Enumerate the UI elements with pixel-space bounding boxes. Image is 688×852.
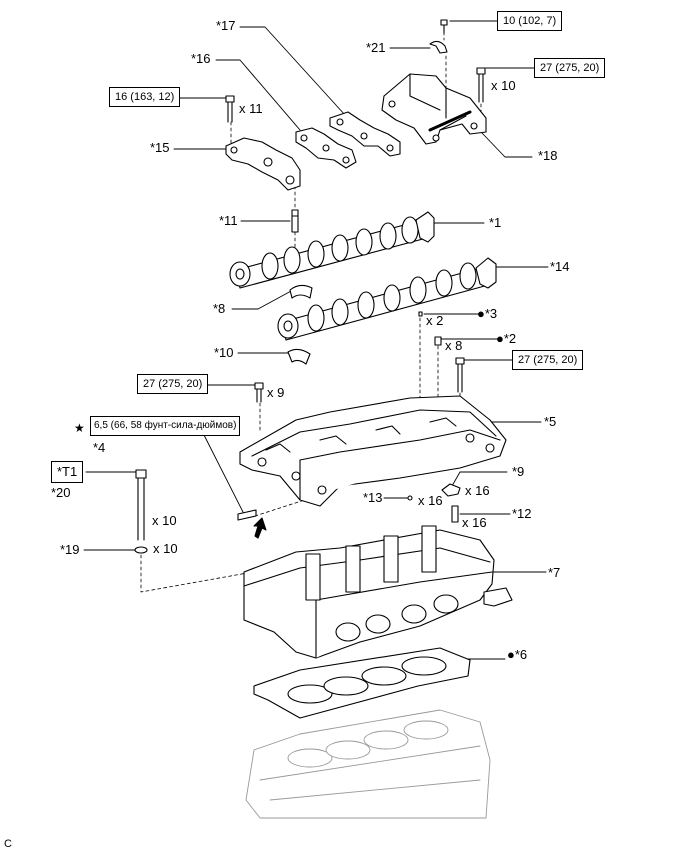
bolts-18	[476, 67, 486, 103]
label-part-8: *8	[213, 301, 226, 316]
qty-9: x 16	[465, 483, 490, 498]
star-icon: ★	[74, 421, 85, 435]
qty-18: x 10	[491, 78, 516, 93]
qty-19: x 10	[153, 541, 178, 556]
label-part-21: *21	[366, 40, 386, 55]
qty-5: x 9	[267, 385, 285, 400]
qty-3: x 2	[426, 313, 444, 328]
label-part-17: *17	[216, 18, 236, 33]
torque-spec-15: 16 (163, 12)	[109, 87, 181, 107]
label-part-13: *13	[363, 490, 383, 505]
bearing-cap-18	[381, 73, 487, 145]
bearing-10	[287, 348, 311, 365]
label-part-14: *14	[550, 259, 570, 274]
bolt-21	[429, 19, 448, 54]
label-part-20: *20	[51, 485, 71, 500]
bearing-8	[289, 284, 313, 299]
label-part-12: *12	[512, 506, 532, 521]
bearing-cap-16	[295, 127, 357, 169]
torque-spec-18: 27 (275, 20)	[534, 58, 606, 78]
figure-code: C	[4, 838, 12, 850]
bearing-cap-17	[329, 111, 401, 157]
label-part-18: *18	[538, 148, 558, 163]
torque-spec-21: 10 (102, 7)	[497, 11, 563, 31]
tool-label-t1: *T1	[51, 461, 84, 483]
label-part-5: *5	[544, 414, 557, 429]
cylinder-head-7	[243, 525, 513, 659]
label-part-10: *10	[214, 345, 234, 360]
small-parts-2-3	[418, 311, 442, 346]
label-part-19: *19	[60, 542, 80, 557]
cylinder-block	[245, 709, 491, 819]
label-part-7: *7	[548, 565, 561, 580]
bearing-cap-15	[225, 137, 301, 191]
qty-12: x 16	[462, 515, 487, 530]
bracket-9	[441, 483, 461, 497]
label-part-4: *4	[93, 440, 106, 455]
label-part-1: *1	[489, 215, 502, 230]
label-part-2: ●*2	[496, 331, 517, 346]
stud-4	[237, 509, 257, 521]
label-part-16: *16	[191, 51, 211, 66]
stud-12	[451, 505, 459, 523]
arrow-mark	[253, 517, 267, 539]
bolts-15	[225, 95, 235, 123]
torque-spec-4: 6,5 (66, 58 фунт-сила-дюймов)	[90, 416, 241, 436]
leader-lines	[83, 20, 549, 660]
label-part-6: ●*6	[507, 647, 528, 662]
label-part-9: *9	[512, 464, 525, 479]
part-13	[407, 495, 413, 501]
oil-control-valve-11	[291, 209, 299, 233]
label-part-11: *11	[219, 213, 238, 228]
qty-2: x 8	[445, 338, 463, 353]
head-gasket-6	[253, 647, 471, 719]
label-part-3: ●*3	[477, 306, 498, 321]
qty-15: x 11	[239, 101, 263, 116]
camshaft-housing-5	[239, 395, 507, 507]
label-part-15: *15	[150, 140, 170, 155]
camshaft-14	[277, 257, 497, 341]
torque-spec-5-right: 27 (275, 20)	[512, 350, 584, 370]
torque-spec-5-left: 27 (275, 20)	[137, 374, 209, 394]
bolts-5	[254, 357, 465, 403]
camshaft-1	[229, 211, 435, 289]
qty-13: x 16	[418, 493, 443, 508]
qty-20: x 10	[152, 513, 177, 528]
head-bolt-20	[134, 469, 148, 554]
